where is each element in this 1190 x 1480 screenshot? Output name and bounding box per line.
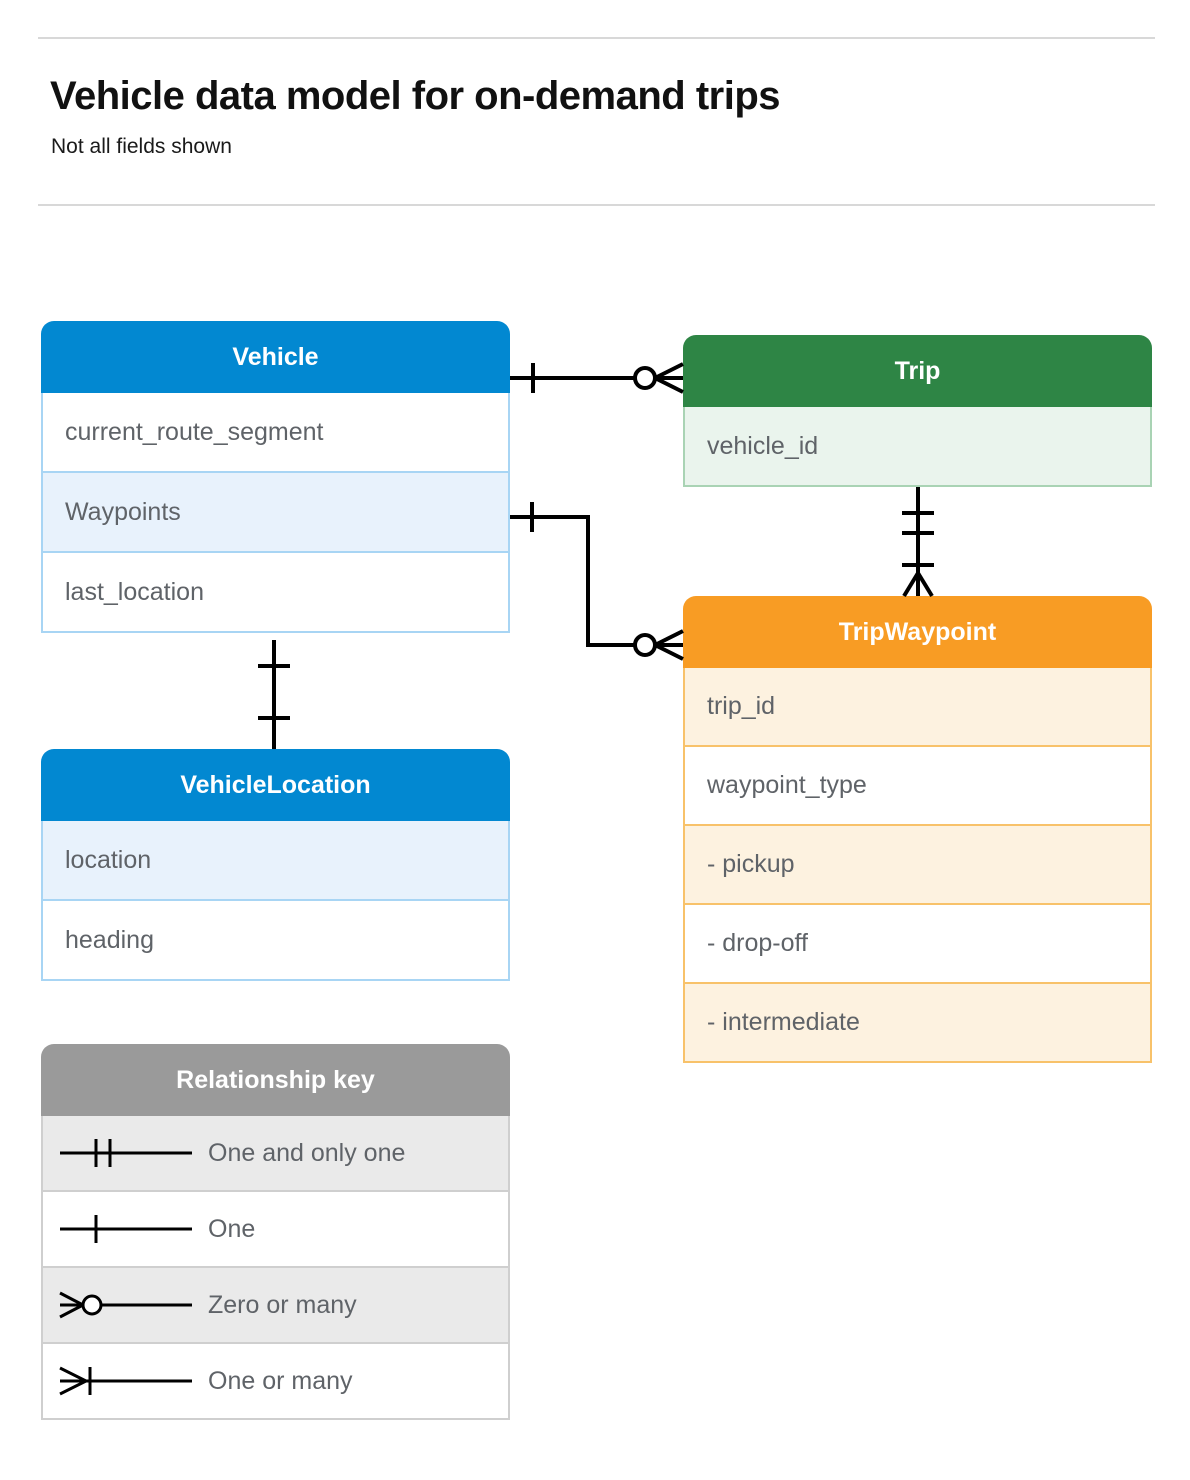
- header-divider-top: [38, 37, 1155, 39]
- relationship-key-title: Relationship key: [41, 1044, 510, 1116]
- relationship-key-legend[interactable]: Relationship key One and only one One: [41, 1044, 510, 1420]
- legend-label-one-and-only-one: One and only one: [208, 1138, 406, 1167]
- zero-or-many-icon: [43, 1285, 208, 1325]
- one-and-only-one-icon: [43, 1133, 208, 1173]
- entity-tripwaypoint-value-intermediate: - intermediate: [683, 984, 1152, 1063]
- entity-tripwaypoint-field-trip-id: trip_id: [683, 668, 1152, 747]
- entity-trip[interactable]: Trip vehicle_id: [683, 335, 1152, 487]
- legend-item-zero-or-many: Zero or many: [41, 1268, 510, 1344]
- entity-vehicle-field-last-location: last_location: [41, 553, 510, 633]
- entity-trip-field-vehicle-id: vehicle_id: [683, 407, 1152, 487]
- legend-item-one: One: [41, 1192, 510, 1268]
- page-subtitle: Not all fields shown: [51, 135, 232, 158]
- entity-vehiclelocation-field-location: location: [41, 821, 510, 901]
- page-title: Vehicle data model for on-demand trips: [50, 74, 781, 118]
- connector-vehicle-to-vehiclelocation: [258, 640, 290, 749]
- one-icon: [43, 1209, 208, 1249]
- entity-vehiclelocation-title: VehicleLocation: [41, 749, 510, 821]
- entity-vehiclelocation-field-heading: heading: [41, 901, 510, 981]
- entity-tripwaypoint-value-pickup: - pickup: [683, 826, 1152, 905]
- connector-waypoints-to-tripwaypoint: [510, 502, 684, 661]
- entity-vehicle-title: Vehicle: [41, 321, 510, 393]
- legend-item-one-and-only-one: One and only one: [41, 1116, 510, 1192]
- entity-vehicle[interactable]: Vehicle current_route_segment Waypoints …: [41, 321, 510, 633]
- entity-vehicle-field-current-route-segment: current_route_segment: [41, 393, 510, 473]
- entity-trip-title: Trip: [683, 335, 1152, 407]
- legend-item-one-or-many: One or many: [41, 1344, 510, 1420]
- legend-label-one-or-many: One or many: [208, 1366, 353, 1395]
- legend-label-one: One: [208, 1214, 256, 1243]
- entity-tripwaypoint-value-drop-off: - drop-off: [683, 905, 1152, 984]
- entity-tripwaypoint-title: TripWaypoint: [683, 596, 1152, 668]
- connector-trip-to-tripwaypoint: [902, 487, 934, 598]
- entity-vehiclelocation[interactable]: VehicleLocation location heading: [41, 749, 510, 981]
- entity-tripwaypoint[interactable]: TripWaypoint trip_id waypoint_type - pic…: [683, 596, 1152, 1063]
- one-or-many-icon: [43, 1361, 208, 1401]
- entity-vehicle-field-waypoints: Waypoints: [41, 473, 510, 553]
- legend-label-zero-or-many: Zero or many: [208, 1290, 357, 1319]
- connector-vehicle-to-trip: [510, 362, 684, 394]
- header-divider-bottom: [38, 204, 1155, 206]
- entity-tripwaypoint-field-waypoint-type: waypoint_type: [683, 747, 1152, 826]
